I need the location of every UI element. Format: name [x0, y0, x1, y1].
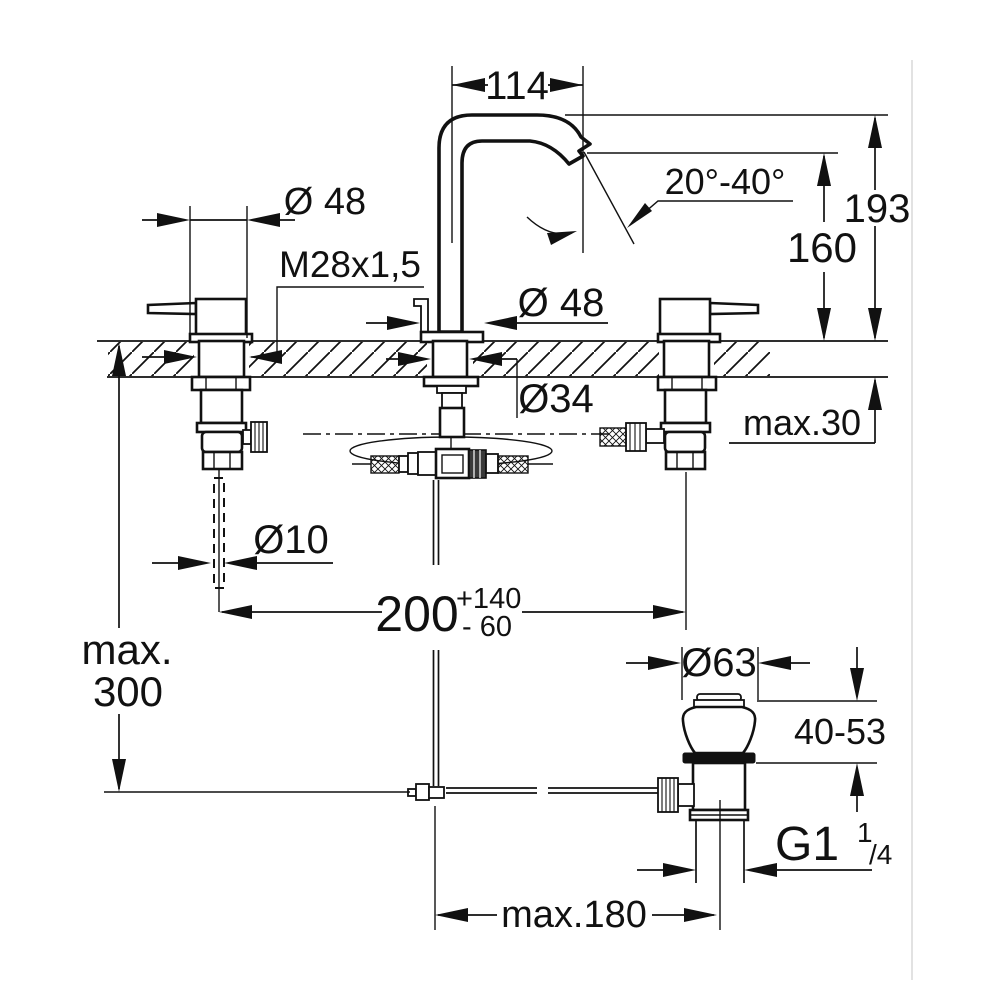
label-pipe-diameter: Ø10 — [253, 518, 329, 562]
label-height-outlet: 160 — [787, 224, 857, 271]
label-rod-length-word: max. — [81, 626, 172, 673]
label-hole-centers: 200 — [375, 586, 458, 642]
waste-seal-ring — [682, 752, 756, 764]
dim-rod-length — [104, 343, 410, 793]
right-valve-stem — [645, 428, 665, 444]
label-waste-thread-sub: /4 — [869, 839, 892, 870]
right-shank — [662, 339, 711, 379]
dim-spout-base-diameter — [366, 316, 608, 330]
right-hose-fitting — [485, 453, 499, 474]
left-hose-nut — [407, 452, 419, 475]
dim-clamping-range — [756, 647, 877, 812]
right-valve-collar — [659, 421, 712, 434]
label-waste-thread-main: G1 — [775, 818, 839, 871]
spout-shank — [431, 339, 469, 379]
spout-lower-cylinder — [438, 406, 466, 439]
label-height-top: 193 — [844, 187, 911, 231]
label-hole-centers-tol-minus: - 60 — [462, 611, 512, 643]
label-spout-reach: 114 — [485, 64, 549, 108]
left-supply-hose-braid — [370, 455, 400, 474]
annotation-thread-spec — [142, 286, 424, 364]
left-valve-stem — [242, 429, 252, 445]
tee-left-connector — [417, 451, 437, 476]
tee-right-knurled-nut — [468, 449, 487, 479]
label-rod-length-value: 300 — [93, 668, 163, 715]
waste-body — [691, 761, 747, 812]
label-thread-spec: M28x1,5 — [279, 244, 421, 285]
dim-waste-flange-diameter — [626, 647, 810, 700]
spout-tube — [437, 113, 592, 334]
label-shank-diameter: Ø34 — [518, 377, 594, 421]
dim-pipe-diameter — [152, 556, 333, 570]
left-handle-lever — [146, 301, 198, 316]
left-valve-body — [199, 388, 244, 425]
swivel-angle-annotation — [526, 151, 793, 245]
label-handle-diameter: Ø 48 — [284, 181, 366, 223]
label-waste-thread-sup: 1 — [857, 817, 873, 848]
rod-clamp-block — [415, 783, 430, 801]
waste-knurled-knob — [657, 777, 679, 813]
drain-rod-horizontal — [446, 787, 658, 794]
center-right-hose-braid — [497, 455, 529, 474]
label-angle-range: 20°-40° — [665, 161, 786, 202]
right-handle-lever — [708, 301, 760, 316]
left-valve-collar — [195, 421, 248, 434]
dim-heights — [565, 114, 888, 341]
left-compression-nut — [201, 450, 244, 471]
left-valve-block — [200, 430, 244, 454]
waste-rod-stem — [677, 783, 695, 807]
right-valve-knob — [625, 422, 647, 452]
label-waste-flange-diameter: Ø63 — [681, 641, 757, 685]
dim-waste-thread — [637, 863, 872, 877]
right-hex-nut — [656, 375, 718, 392]
spout-neck — [441, 392, 463, 409]
right-valve-block — [663, 430, 707, 454]
tee-fitting-face — [441, 454, 464, 474]
label-spout-base-diameter: Ø 48 — [518, 281, 605, 325]
left-valve — [146, 297, 268, 612]
dim-spout-reach — [451, 66, 584, 253]
pop-up-rod-knob — [413, 298, 429, 333]
label-deck-thickness: max.30 — [743, 402, 861, 443]
label-waste-offset: max.180 — [501, 894, 647, 936]
left-handle-body — [194, 297, 248, 338]
dim-deck-thickness — [729, 377, 882, 444]
label-hole-centers-tol-plus: +140 — [456, 583, 521, 615]
waste-flange — [681, 705, 757, 755]
left-hose-fitting — [398, 455, 409, 473]
rod-clamp-sleeve — [428, 786, 445, 799]
dim-hole-centers — [219, 605, 686, 619]
spout-unit — [352, 113, 658, 801]
dim-waste-offset — [434, 806, 717, 930]
right-valve — [599, 297, 760, 630]
dim-shank-diameter — [386, 352, 518, 418]
dim-handle-diameter — [142, 206, 295, 338]
left-hex-nut — [190, 375, 252, 392]
label-clamping-range: 40-53 — [794, 711, 886, 752]
right-supply-hose-braid — [599, 427, 627, 447]
pop-up-waste — [657, 693, 757, 930]
pop-up-pull-rod — [432, 480, 440, 786]
right-compression-nut — [664, 450, 707, 471]
right-handle-body — [658, 297, 712, 338]
right-valve-body — [663, 388, 708, 425]
spout-under-flange — [422, 375, 480, 388]
spout-ring — [436, 385, 467, 394]
left-shank — [197, 339, 246, 379]
